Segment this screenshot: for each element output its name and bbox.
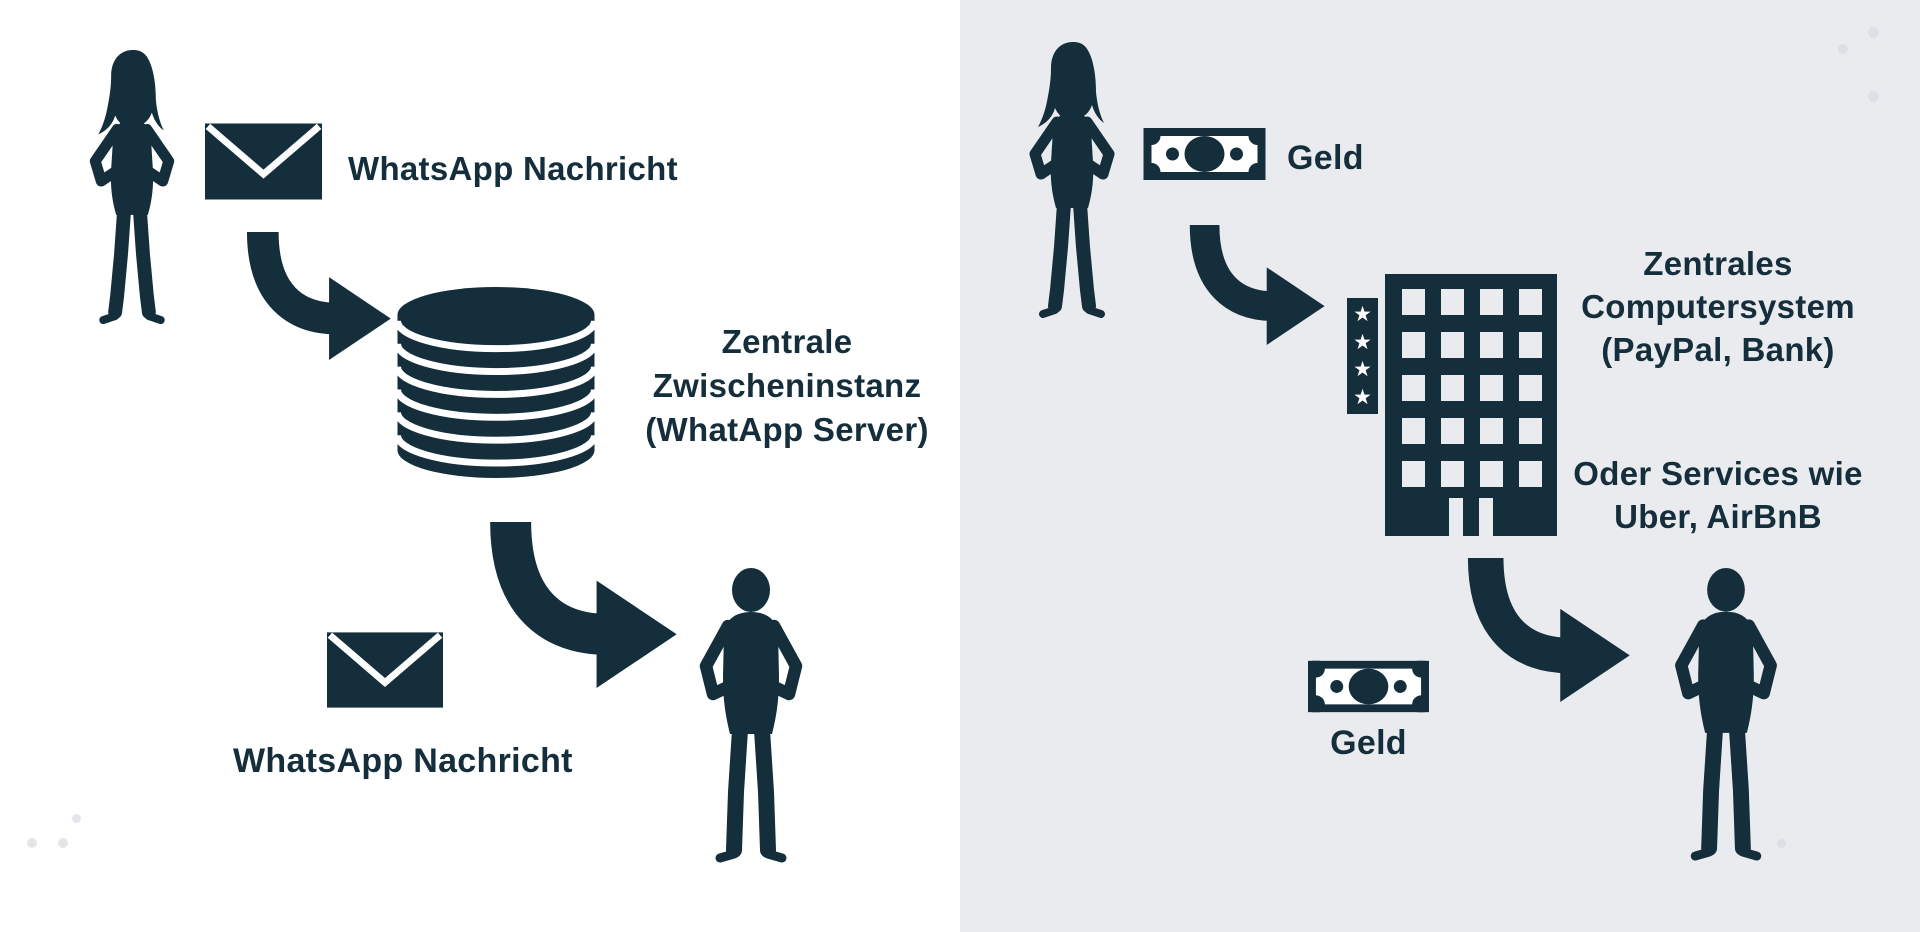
decorative-dot (72, 814, 81, 823)
panel-money-flow: Geld ★ ★ ★ ★ Zentrales Computersystem (P… (960, 0, 1920, 932)
star-rating-banner-icon: ★ ★ ★ ★ (1347, 298, 1378, 414)
star-icon: ★ (1353, 358, 1372, 382)
computer-system-label: Zentrales Computersystem (PayPal, Bank) (1563, 242, 1873, 371)
man-silhouette-icon (1665, 566, 1787, 864)
database-icon (395, 285, 597, 480)
star-icon: ★ (1353, 385, 1372, 409)
server-label: Zentrale Zwischeninstanz (WhatApp Server… (600, 320, 974, 452)
server-label-line: (WhatApp Server) (645, 411, 929, 448)
decorative-dot (1777, 839, 1786, 848)
envelope-icon (327, 632, 443, 708)
man-silhouette-icon (690, 566, 812, 866)
money-bill-icon (1143, 128, 1266, 180)
envelope-icon (205, 123, 322, 200)
decorative-dot (27, 838, 37, 848)
money-label-bottom: Geld (1330, 724, 1407, 762)
building-icon (1385, 274, 1557, 536)
curved-arrow-icon (1447, 558, 1643, 702)
services-label: Oder Services wie Uber, AirBnB (1563, 452, 1873, 538)
woman-silhouette-icon (77, 50, 187, 328)
curved-arrow-icon (238, 232, 393, 360)
star-icon: ★ (1353, 330, 1372, 354)
money-label-top: Geld (1287, 139, 1364, 177)
panel-whatsapp-flow: WhatsApp Nachricht Zentrale Zwischeninst… (27, 50, 929, 866)
star-icon: ★ (1353, 303, 1372, 327)
woman-silhouette-icon (1016, 42, 1128, 322)
decorative-dot (1868, 27, 1879, 38)
whatsapp-message-label-top: WhatsApp Nachricht (348, 150, 678, 187)
server-label-line: Zwischeninstanz (652, 367, 922, 404)
money-bill-icon (1308, 660, 1429, 713)
computer-system-label-line: (PayPal, Bank) (1601, 331, 1835, 368)
curved-arrow-icon (477, 522, 681, 688)
decorative-dot (1838, 44, 1848, 54)
server-label-line: Zentrale (721, 323, 853, 360)
services-label-line: Uber, AirBnB (1614, 498, 1822, 535)
decorative-dot (1868, 91, 1879, 102)
computer-system-label-line: Zentrales (1643, 245, 1793, 282)
whatsapp-message-label-bottom: WhatsApp Nachricht (233, 742, 573, 780)
services-label-line: Oder Services wie (1573, 455, 1863, 492)
computer-system-label-line: Computersystem (1581, 288, 1855, 325)
decorative-dot (58, 838, 68, 848)
curved-arrow-icon (1178, 225, 1330, 345)
